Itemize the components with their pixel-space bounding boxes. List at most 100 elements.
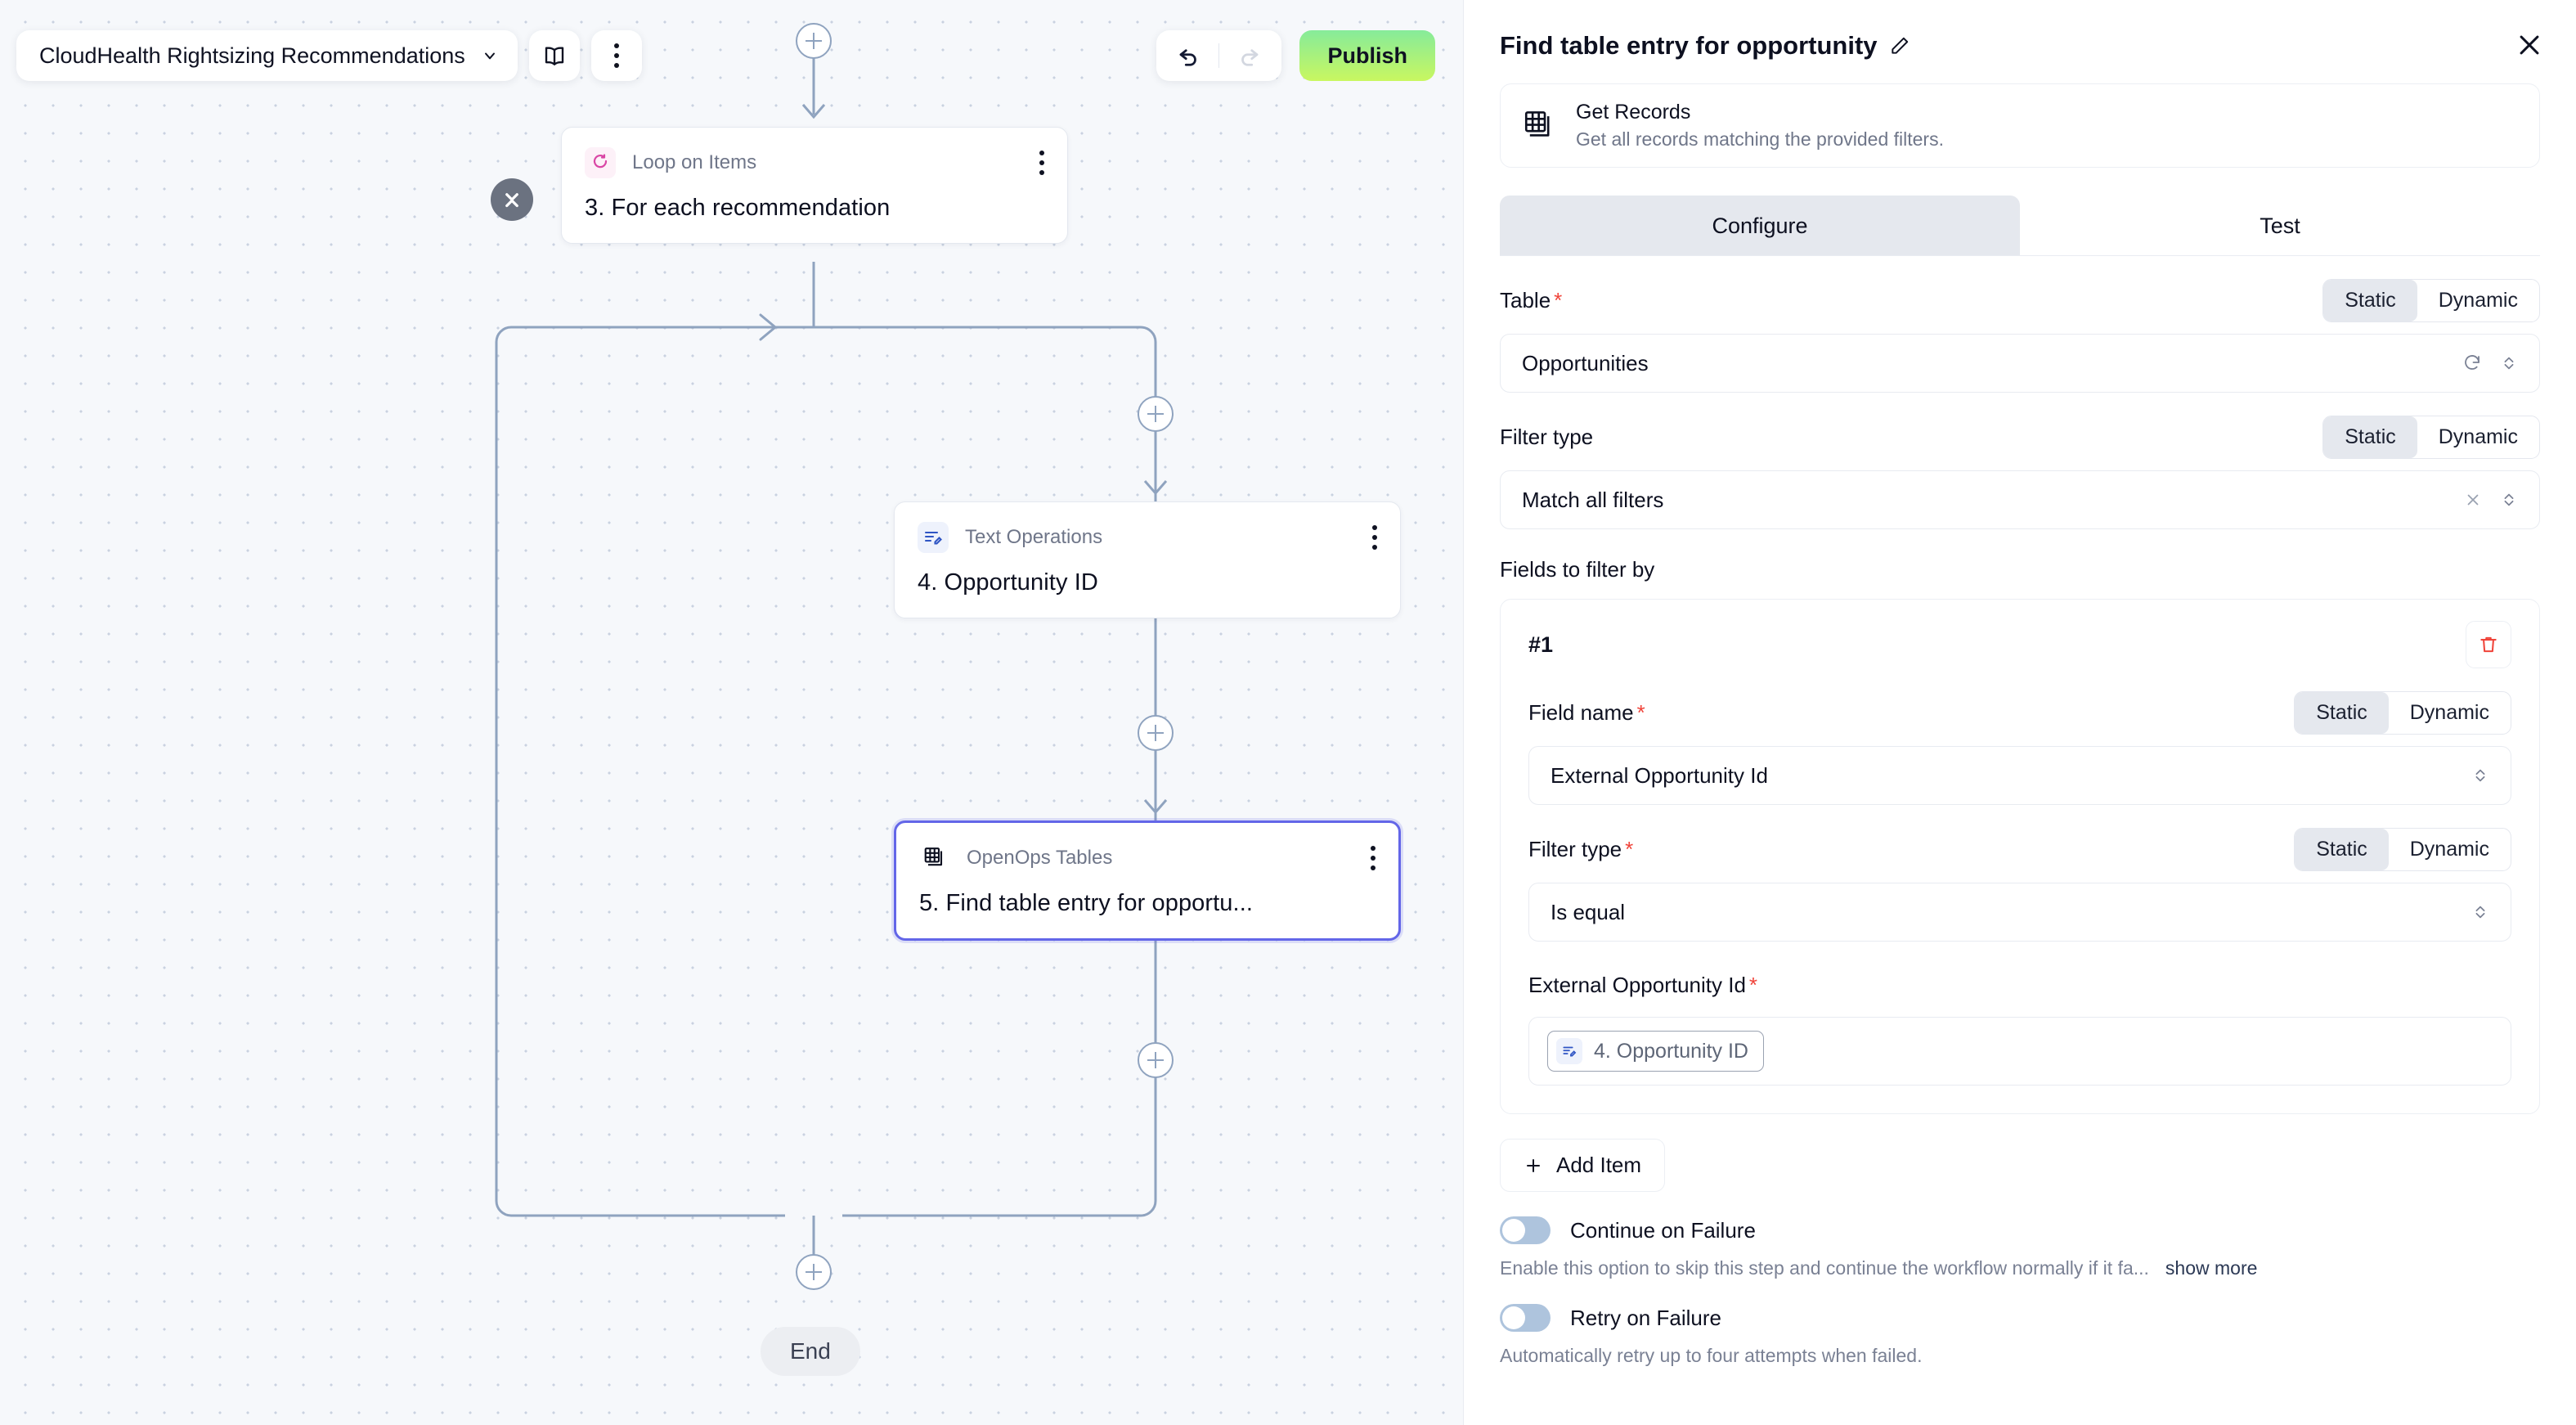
continue-on-failure-row: Continue on Failure: [1500, 1216, 2540, 1244]
filter-item-card: #1 Field name* Static Dynamic External O…: [1500, 599, 2540, 1114]
retry-on-failure-row: Retry on Failure: [1500, 1304, 2540, 1332]
required-asterisk: *: [1625, 837, 1634, 861]
flow-node-header: Text Operations: [918, 522, 1377, 553]
add-step-button-before-end[interactable]: [796, 1254, 832, 1290]
redo-button[interactable]: [1231, 38, 1267, 74]
canvas-more-button[interactable]: [590, 30, 642, 81]
item-filter-type-mode-dynamic[interactable]: Dynamic: [2409, 838, 2489, 861]
flow-node-loop[interactable]: Loop on Items 3. For each recommendation: [561, 127, 1068, 244]
table-select-icons: [2462, 353, 2518, 373]
continue-on-failure-toggle[interactable]: [1500, 1216, 1551, 1244]
field-name-label: Field name*: [1528, 700, 1645, 725]
chevron-updown-icon[interactable]: [2500, 354, 2518, 372]
continue-on-failure-show-more[interactable]: show more: [2165, 1257, 2258, 1279]
field-name-mode-dynamic[interactable]: Dynamic: [2409, 701, 2489, 724]
filter-type-mode-static[interactable]: Static: [2323, 416, 2417, 458]
flow-node-text-operations[interactable]: Text Operations 4. Opportunity ID: [894, 501, 1401, 618]
panel-header: Find table entry for opportunity Get Rec…: [1464, 0, 2576, 256]
piece-name: Get Records: [1576, 101, 1691, 124]
filter-type-mode-dynamic[interactable]: Dynamic: [2438, 425, 2518, 448]
undo-icon: [1180, 49, 1197, 66]
collapse-loop-button[interactable]: [491, 178, 533, 221]
piece-description: Get all records matching the provided fi…: [1576, 128, 1944, 150]
item-filter-type-select[interactable]: Is equal: [1528, 883, 2511, 942]
add-step-button-after-tables[interactable]: [1138, 1042, 1174, 1078]
value-field-row: External Opportunity Id*: [1528, 964, 2511, 1005]
add-item-button[interactable]: Add Item: [1500, 1139, 1666, 1192]
refresh-icon[interactable]: [2462, 353, 2482, 373]
retry-on-failure-toggle[interactable]: [1500, 1304, 1551, 1332]
chevron-updown-icon[interactable]: [2471, 903, 2489, 921]
field-name-mode-toggle[interactable]: Static Dynamic: [2294, 691, 2511, 735]
item-filter-type-mode-static[interactable]: Static: [2295, 829, 2389, 870]
step-settings-panel: Find table entry for opportunity Get Rec…: [1463, 0, 2576, 1425]
tab-test[interactable]: Test: [2020, 196, 2540, 255]
retry-on-failure-help: Automatically retry up to four attempts …: [1500, 1345, 1923, 1366]
flow-node-menu-button[interactable]: [1372, 525, 1377, 550]
table-label: Table*: [1500, 288, 1563, 312]
more-vertical-icon: [1371, 846, 1376, 870]
field-name-select[interactable]: External Opportunity Id: [1528, 746, 2511, 805]
table-mode-static[interactable]: Static: [2323, 280, 2417, 321]
continue-on-failure-help-row: Enable this option to skip this step and…: [1500, 1257, 2540, 1279]
required-asterisk: *: [1748, 972, 1758, 997]
add-step-button-before-text-ops[interactable]: [1138, 396, 1174, 432]
more-vertical-icon: [1039, 151, 1044, 175]
toolbar-divider: [1218, 43, 1220, 68]
item-filter-type-label: Filter type*: [1528, 837, 1634, 861]
piece-info-text: Get Records Get all records matching the…: [1576, 101, 1944, 151]
flow-node-title: 4. Opportunity ID: [918, 569, 1098, 596]
more-vertical-icon: [1372, 525, 1377, 550]
item-filter-type-value: Is equal: [1551, 899, 1626, 924]
table-mode-toggle[interactable]: Static Dynamic: [2322, 279, 2540, 322]
workflow-name-label: CloudHealth Rightsizing Recommendations: [39, 43, 465, 68]
variable-token[interactable]: 4. Opportunity ID: [1547, 1031, 1764, 1072]
page-title: Find table entry for opportunity: [1500, 31, 1878, 60]
workflow-name-button[interactable]: CloudHealth Rightsizing Recommendations: [16, 30, 518, 81]
filter-item-index: #1: [1528, 632, 1554, 657]
flow-node-openops-tables[interactable]: OpenOps Tables 5. Find table entry for o…: [894, 820, 1401, 941]
pencil-icon[interactable]: [1889, 35, 1910, 56]
canvas-toolbar-left: CloudHealth Rightsizing Recommendations: [16, 30, 642, 81]
book-icon: [545, 47, 563, 65]
loop-icon: [585, 147, 616, 178]
flow-node-header: OpenOps Tables: [919, 843, 1376, 874]
continue-on-failure-help: Enable this option to skip this step and…: [1500, 1257, 2149, 1279]
filter-type-mode-toggle[interactable]: Static Dynamic: [2322, 416, 2540, 459]
flow-node-title: 5. Find table entry for opportu...: [919, 890, 1254, 916]
flow-node-header: Loop on Items: [585, 147, 1044, 178]
chevron-updown-icon[interactable]: [2471, 766, 2489, 784]
trash-icon: [2480, 636, 2497, 653]
flow-node-menu-button[interactable]: [1039, 151, 1044, 175]
more-vertical-icon: [613, 43, 619, 68]
table-mode-dynamic[interactable]: Dynamic: [2438, 289, 2518, 312]
docs-button[interactable]: [528, 30, 580, 81]
tab-configure[interactable]: Configure: [1500, 196, 2020, 255]
flow-canvas[interactable]: CloudHealth Rightsizing Recommendations: [0, 0, 1463, 1425]
table-value: Opportunities: [1522, 350, 1649, 375]
filter-type-select[interactable]: Match all filters: [1500, 470, 2540, 529]
filter-type-select-icons: [2464, 491, 2518, 509]
add-step-button-before-tables[interactable]: [1138, 715, 1174, 751]
close-icon[interactable]: [2515, 31, 2543, 59]
flow-node-piece-name: Loop on Items: [632, 151, 757, 173]
item-filter-type-mode-toggle[interactable]: Static Dynamic: [2294, 828, 2511, 871]
retry-on-failure-label: Retry on Failure: [1570, 1305, 1721, 1330]
clear-x-icon[interactable]: [2464, 491, 2482, 509]
flow-node-piece-name: Text Operations: [965, 526, 1103, 548]
field-name-mode-static[interactable]: Static: [2295, 692, 2389, 734]
flow-node-menu-button[interactable]: [1371, 846, 1376, 870]
panel-title-row: Find table entry for opportunity: [1500, 31, 2540, 61]
value-field-input[interactable]: 4. Opportunity ID: [1528, 1017, 2511, 1086]
table-select[interactable]: Opportunities: [1500, 334, 2540, 393]
text-edit-icon: [1556, 1038, 1582, 1064]
publish-button[interactable]: Publish: [1299, 30, 1435, 81]
chevron-down-icon: [484, 52, 495, 60]
delete-filter-button[interactable]: [2466, 621, 2511, 668]
chevron-updown-icon[interactable]: [2500, 491, 2518, 509]
redo-icon: [1241, 49, 1259, 66]
undo-button[interactable]: [1171, 38, 1207, 74]
continue-on-failure-label: Continue on Failure: [1570, 1217, 1756, 1243]
plus-icon: [1527, 1158, 1540, 1172]
add-step-button-top[interactable]: [796, 23, 832, 59]
